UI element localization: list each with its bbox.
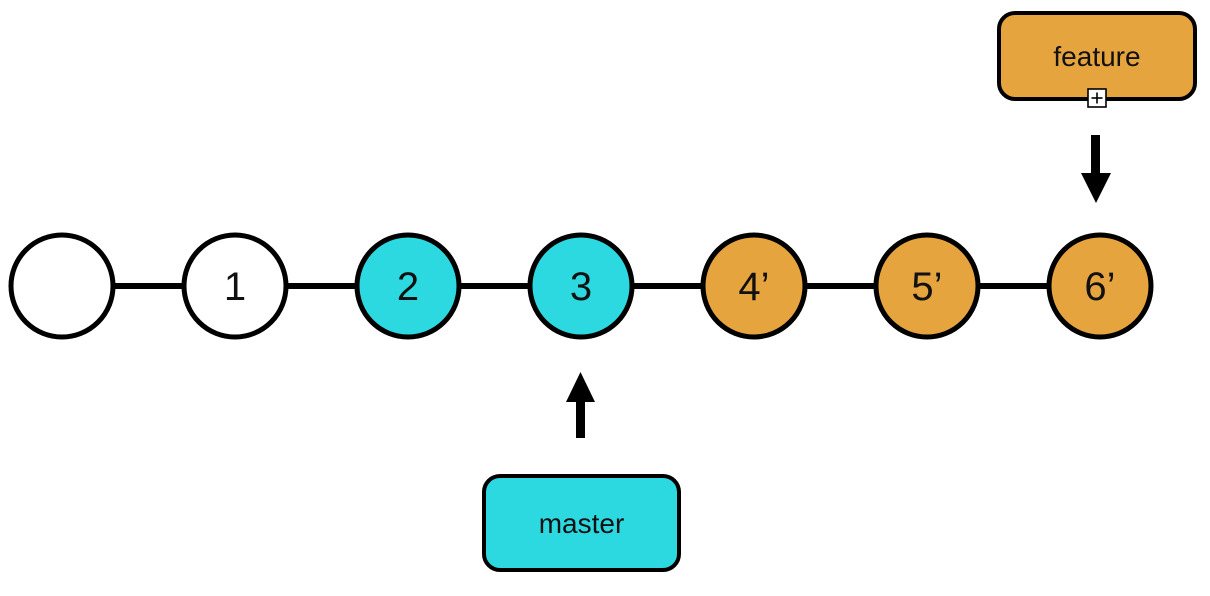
master-branch-tag: master [482,474,681,572]
commit-label: 6’ [1084,265,1115,309]
feature-tag-label: feature [1053,41,1140,72]
commit-node-3: 3 [527,232,635,340]
commit-circle [527,232,635,340]
commit-circle [8,232,116,340]
feature-branch-tag: feature [997,11,1197,108]
master-arrow [566,372,595,438]
commit-circle [700,232,808,340]
commit-label: 3 [570,265,592,309]
commit-node-1: 1 [181,232,289,340]
commit-node-5-prime: 5’ [873,232,981,340]
commit-circle [873,232,981,340]
commit-node-6-prime: 6’ [1046,232,1154,340]
commit-node-root [8,232,116,340]
master-tag-label: master [539,508,625,539]
feature-arrow-head [1081,173,1111,203]
feature-arrow-shaft [1091,135,1100,177]
commit-circle [181,232,289,340]
commit-label: 4’ [738,265,769,309]
commit-circle [1046,232,1154,340]
feature-arrow [1081,135,1111,203]
commit-label: 2 [397,265,419,309]
master-arrow-head [566,372,595,402]
master-arrow-shaft [576,398,585,438]
commit-label: 5’ [911,265,942,309]
commit-label: 1 [224,265,246,309]
plus-square-icon [1087,88,1107,108]
commit-node-2: 2 [354,232,462,340]
commit-circle [354,232,462,340]
master-tag-box [482,474,681,572]
commit-node-4-prime: 4’ [700,232,808,340]
